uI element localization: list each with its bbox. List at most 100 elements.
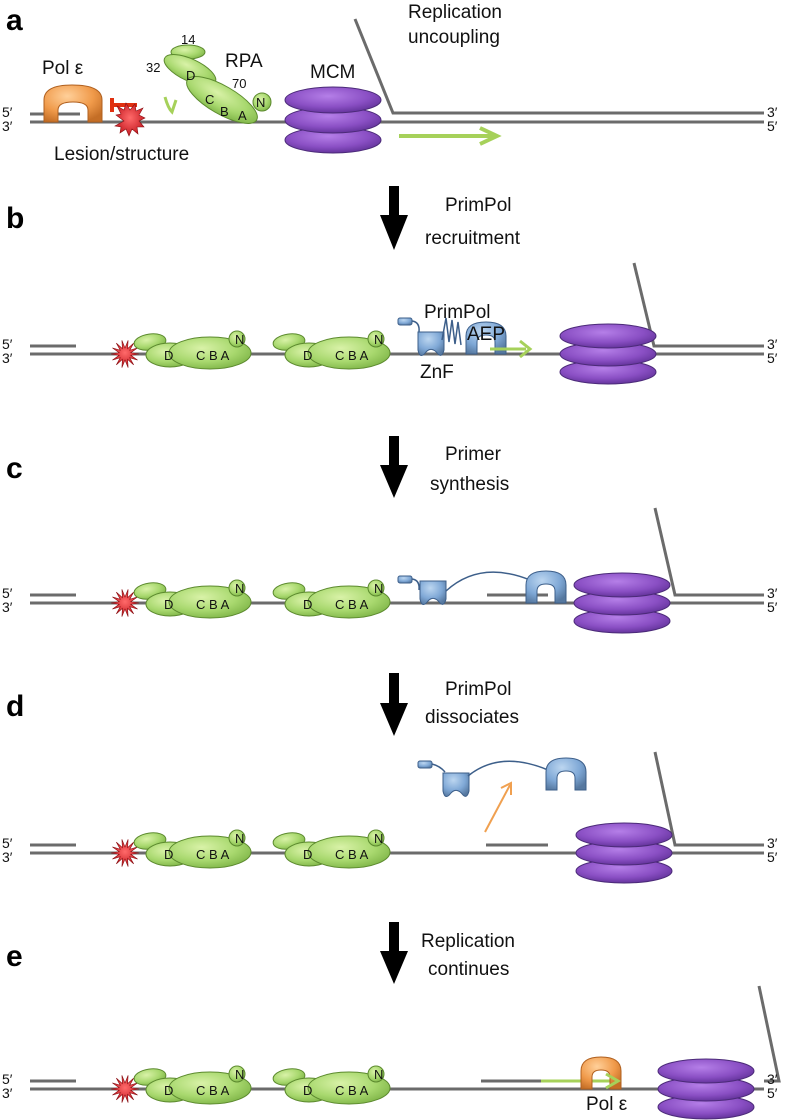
strand-end-5prime: 5′ xyxy=(767,849,778,865)
rpa-domain-cba: C B A xyxy=(196,597,230,612)
strand-end-5prime: 5′ xyxy=(2,104,13,120)
rpa-domain-d: D xyxy=(303,597,312,612)
primpol-label: PrimPol xyxy=(424,302,491,323)
primpol-linker xyxy=(431,763,446,773)
strand-end-3prime: 3′ xyxy=(2,350,13,366)
rpa70-label: 70 xyxy=(232,76,246,91)
rpa-domain-d: D xyxy=(303,847,312,862)
step-label-line2: uncoupling xyxy=(408,27,500,48)
lesion-icon xyxy=(110,839,140,867)
step-arrow-icon xyxy=(380,922,408,984)
lesion-icon xyxy=(110,340,140,368)
primpol-linker xyxy=(467,760,549,777)
mcm-helicase-icon xyxy=(559,323,657,385)
step-d-line2: dissociates xyxy=(425,707,519,728)
strand-end-3prime: 3′ xyxy=(767,1071,778,1087)
mcm-ring xyxy=(573,572,671,598)
rpa-domain-c: C xyxy=(205,92,214,107)
rpa-domain-a: A xyxy=(238,108,247,123)
dissociation-arrow-icon xyxy=(484,784,511,833)
rpa-domain-n: N xyxy=(235,332,244,347)
rpa70n-domain xyxy=(367,579,385,597)
step-b-line2: recruitment xyxy=(425,228,521,249)
strand-end-3prime: 3′ xyxy=(2,849,13,865)
step-arrow-icon xyxy=(380,436,408,498)
rpa-domain-d: D xyxy=(303,348,312,363)
strand-end-3prime: 3′ xyxy=(767,336,778,352)
mcm-helicase-icon xyxy=(657,1058,755,1120)
rpa-domain-cba: C B A xyxy=(335,348,369,363)
dna-lagging-strand xyxy=(653,507,764,597)
rpa70-subunit xyxy=(307,1071,391,1105)
step-arrows: PrimPol recruitment Primer synthesis Pri… xyxy=(380,186,521,984)
rpa-domain-n: N xyxy=(235,831,244,846)
dna-lagging-strand xyxy=(353,18,764,115)
mcm-label: MCM xyxy=(310,62,355,83)
rpa-domain-d: D xyxy=(303,1083,312,1098)
mcm-helicase-icon xyxy=(284,86,382,154)
rpa70n-domain xyxy=(228,829,246,847)
rpa-domain-cba: C B A xyxy=(196,847,230,862)
step-c-line1: Primer xyxy=(445,444,502,465)
step-arrow-icon xyxy=(380,186,408,250)
dissociation-arrow-head xyxy=(500,781,512,795)
primpol-znf-domain-icon xyxy=(417,331,445,356)
primpol-n-terminus-icon xyxy=(397,317,413,326)
rpa70n-domain xyxy=(367,1065,385,1083)
step-arrow-icon xyxy=(380,673,408,736)
lesion-icon xyxy=(110,1075,140,1103)
rpa-complex xyxy=(163,44,272,124)
step-b-line1: PrimPol xyxy=(445,195,512,216)
strand-end-5prime: 5′ xyxy=(2,336,13,352)
panel-label-a: a xyxy=(6,4,23,37)
step-label-line1: Replication xyxy=(408,2,502,23)
rpa-domain-n: N xyxy=(235,581,244,596)
rpa70n-domain xyxy=(252,92,272,112)
rpa-binding-arrow-icon xyxy=(163,96,178,115)
rpa-domain-n: N xyxy=(256,95,265,110)
strand-end-5prime: 5′ xyxy=(2,585,13,601)
lesion-icon xyxy=(110,589,140,617)
primpol-linker-coil-icon xyxy=(441,317,462,346)
dna-lagging-strand xyxy=(653,751,764,847)
rpa32-label: 32 xyxy=(146,60,160,75)
dna-lagging-strand xyxy=(632,262,764,348)
strand-end-5prime: 5′ xyxy=(767,1085,778,1101)
rpa-domain-d: D xyxy=(186,68,195,83)
znf-domain-label: ZnF xyxy=(420,362,454,383)
mcm-ring xyxy=(575,822,673,848)
panel-label-e: e xyxy=(6,940,23,973)
strand-end-5prime: 5′ xyxy=(2,1071,13,1087)
strand-end-3prime: 3′ xyxy=(767,585,778,601)
rpa70n-domain xyxy=(228,330,246,348)
pol-epsilon-icon xyxy=(580,1056,622,1090)
dna-lagging-strand xyxy=(757,985,781,1083)
primpol-aep-domain-icon xyxy=(465,321,507,355)
rpa70n-domain xyxy=(367,330,385,348)
strand-end-3prime: 3′ xyxy=(767,835,778,851)
primpol-n-terminus-icon xyxy=(397,575,413,584)
rpa70-subunit xyxy=(307,336,391,370)
synthesis-arrow-head xyxy=(519,339,533,359)
step-c-line2: synthesis xyxy=(430,474,509,495)
rpa70-subunit xyxy=(307,585,391,619)
rpa-domain-d: D xyxy=(164,847,173,862)
primpol-linker xyxy=(411,320,420,333)
panel-a: a 5′ 3′ 3′ 5′ Pol ε Lesion/structure 14 … xyxy=(2,2,778,165)
strand-end-3prime: 3′ xyxy=(2,599,13,615)
rpa70n-domain xyxy=(228,1065,246,1083)
primpol-znf-domain-icon xyxy=(442,772,470,797)
step-e-line1: Replication xyxy=(421,931,515,952)
rpa-domain-d: D xyxy=(164,1083,173,1098)
rpa-label: RPA xyxy=(225,51,263,72)
primpol-n-terminus-icon xyxy=(417,760,433,769)
rpa-domain-n: N xyxy=(374,332,383,347)
pol-epsilon-label: Pol ε xyxy=(42,58,84,79)
